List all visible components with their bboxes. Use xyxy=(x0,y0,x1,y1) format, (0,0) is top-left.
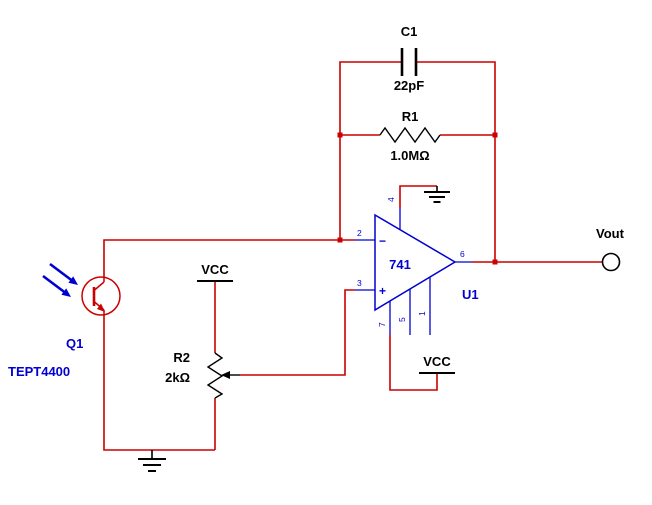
wire-wiper-to-noninverting[interactable] xyxy=(240,289,355,376)
u1-pin1-number: 1 xyxy=(417,311,427,316)
u1-part-label: 741 xyxy=(389,257,411,272)
c1-value-label: 22pF xyxy=(394,78,424,93)
light-arrow-shaft xyxy=(49,262,73,282)
wire-emitter-ground-rail[interactable] xyxy=(103,315,215,451)
u1-pin2-number: 2 xyxy=(357,228,362,238)
ground-symbol-main[interactable] xyxy=(138,450,166,472)
u1-pin3-number: 3 xyxy=(357,278,362,288)
light-arrow-head xyxy=(68,276,78,285)
q1-designator-label: Q1 xyxy=(66,336,83,351)
phototransistor-q1[interactable]: Q1 TEPT4400 xyxy=(8,262,121,379)
light-arrow-head xyxy=(61,288,71,297)
u1-triangle-body xyxy=(374,213,457,312)
vcc-symbol-u1[interactable]: VCC xyxy=(419,354,455,374)
light-arrows-icon xyxy=(42,262,78,297)
vout-label: Vout xyxy=(596,226,625,241)
u1-pin7-number: 7 xyxy=(377,322,387,327)
vcc-symbol-r2[interactable]: VCC xyxy=(197,262,233,282)
q1-collector xyxy=(93,281,105,292)
u1-minus-sign: − xyxy=(379,234,386,248)
r2-designator-label: R2 xyxy=(173,350,190,365)
wires xyxy=(103,61,602,451)
junction-dot xyxy=(492,259,498,265)
potentiometer-r2[interactable]: R2 2kΩ xyxy=(165,350,240,399)
q1-body-circle xyxy=(81,276,121,316)
ground-symbol-u1[interactable] xyxy=(424,186,450,203)
resistor-r1[interactable]: R1 1.0MΩ xyxy=(379,109,441,163)
r1-value-label: 1.0MΩ xyxy=(390,148,429,163)
r2-wiper-arrow-icon xyxy=(221,371,230,379)
r2-zigzag xyxy=(206,352,224,399)
light-arrow-shaft xyxy=(42,274,66,294)
opamp-u1[interactable]: − + 741 U1 2 3 6 4 7 5 1 xyxy=(355,197,479,335)
u1-plus-sign: + xyxy=(379,284,386,298)
r1-zigzag xyxy=(379,126,441,144)
wire-pin4-to-ground[interactable] xyxy=(399,185,437,208)
u1-pin6-number: 6 xyxy=(460,249,465,259)
c1-designator-label: C1 xyxy=(401,24,418,39)
wire-feedback-left[interactable] xyxy=(339,61,402,240)
q1-part-label: TEPT4400 xyxy=(8,364,70,379)
vcc-label: VCC xyxy=(201,262,229,277)
junction-dot xyxy=(492,132,498,138)
u1-pin4-number: 4 xyxy=(386,197,396,202)
u1-pin5-number: 5 xyxy=(397,317,407,322)
capacitor-c1[interactable]: C1 22pF xyxy=(394,24,424,93)
u1-designator-label: U1 xyxy=(462,287,479,302)
r2-value-label: 2kΩ xyxy=(165,370,190,385)
q1-emitter-arrow-icon xyxy=(97,303,105,312)
vcc-label: VCC xyxy=(423,354,451,369)
r1-designator-label: R1 xyxy=(402,109,419,124)
wire-feedback-right[interactable] xyxy=(416,61,496,262)
junction-dot xyxy=(337,237,343,243)
wire-q1-collector-to-inverting[interactable] xyxy=(103,239,355,277)
wire-pin7-to-vcc[interactable] xyxy=(389,335,438,391)
junction-dot xyxy=(337,132,343,138)
vout-pad-circle xyxy=(601,252,621,272)
vout-terminal[interactable]: Vout xyxy=(596,226,625,272)
